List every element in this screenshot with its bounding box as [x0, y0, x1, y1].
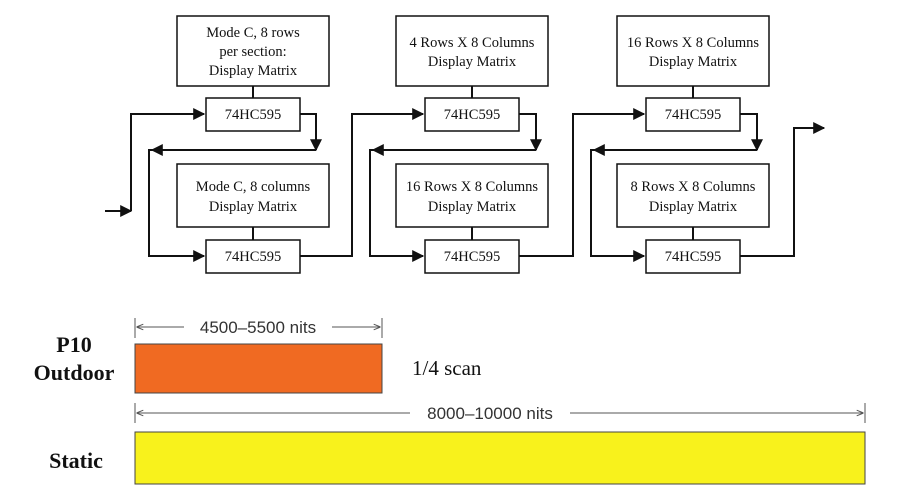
- group-1-bottom-matrix-box: [176, 163, 330, 228]
- group-3-shift-register-1: [645, 97, 741, 132]
- output-arrow: [740, 122, 826, 257]
- group-2-top-line-2: Display Matrix: [428, 54, 517, 70]
- static-range-label: 8000–10000 nits: [427, 404, 553, 423]
- group-2-out-arrow: [519, 113, 542, 152]
- p10-label-line-1: P10: [56, 332, 91, 357]
- group-2: 4 Rows X 8 Columns Display Matrix 74HC59…: [300, 15, 549, 274]
- group-3-top-matrix-box: [616, 15, 770, 87]
- group-1: Mode C, 8 rows per section: Display Matr…: [105, 15, 330, 274]
- group-1-top-line-3: Display Matrix: [209, 63, 298, 79]
- group-2-sr2-label: 74HC595: [444, 249, 500, 265]
- group-3-sr1-label: 74HC595: [665, 107, 721, 123]
- group-1-sr1-label: 74HC595: [225, 107, 281, 123]
- group-3: 16 Rows X 8 Columns Display Matrix 74HC5…: [519, 15, 826, 274]
- group-1-to-2-arrow: [300, 108, 425, 257]
- group-1-bottom-line-2: Display Matrix: [209, 199, 298, 215]
- group-3-out-arrow: [740, 113, 763, 152]
- group-3-bottom-matrix-box: [616, 163, 770, 228]
- static-brightness-bar: [134, 431, 866, 485]
- group-1-shift-register-2: [205, 239, 301, 274]
- p10-label-line-2: Outdoor: [34, 360, 115, 385]
- group-2-top-line-1: 4 Rows X 8 Columns: [410, 35, 535, 51]
- group-2-sr1-label: 74HC595: [444, 107, 500, 123]
- brightness-comparison: P10 Outdoor 4500–5500 nits 1/4 scan 8000…: [34, 318, 866, 485]
- group-3-bottom-line-2: Display Matrix: [649, 199, 738, 215]
- group-3-bottom-line-1: 8 Rows X 8 Columns: [631, 179, 756, 195]
- group-2-shift-register-1: [424, 97, 520, 132]
- group-1-bottom-line-1: Mode C, 8 columns: [196, 179, 311, 195]
- group-1-top-line-1: Mode C, 8 rows: [206, 25, 300, 41]
- group-2-bottom-line-2: Display Matrix: [428, 199, 517, 215]
- group-3-sr2-label: 74HC595: [665, 249, 721, 265]
- group-1-top-line-2: per section:: [219, 44, 286, 60]
- p10-range-label: 4500–5500 nits: [200, 318, 316, 337]
- group-1-top-matrix-box: [176, 15, 330, 87]
- group-1-sr2-label: 74HC595: [225, 249, 281, 265]
- group-1-out-arrow: [300, 113, 322, 152]
- p10-scan-label: 1/4 scan: [412, 356, 482, 380]
- p10-brightness-bar: [134, 343, 383, 394]
- group-2-bottom-matrix-box: [395, 163, 549, 228]
- group-1-shift-register-1: [205, 97, 301, 132]
- group-1-feed-arrow: [130, 108, 206, 211]
- static-label: Static: [49, 448, 103, 473]
- group-3-shift-register-2: [645, 239, 741, 274]
- group-2-bottom-line-1: 16 Rows X 8 Columns: [406, 179, 538, 195]
- group-2-top-matrix-box: [395, 15, 549, 87]
- group-3-top-line-1: 16 Rows X 8 Columns: [627, 35, 759, 51]
- group-3-top-line-2: Display Matrix: [649, 54, 738, 70]
- group-2-to-3-arrow: [519, 108, 646, 257]
